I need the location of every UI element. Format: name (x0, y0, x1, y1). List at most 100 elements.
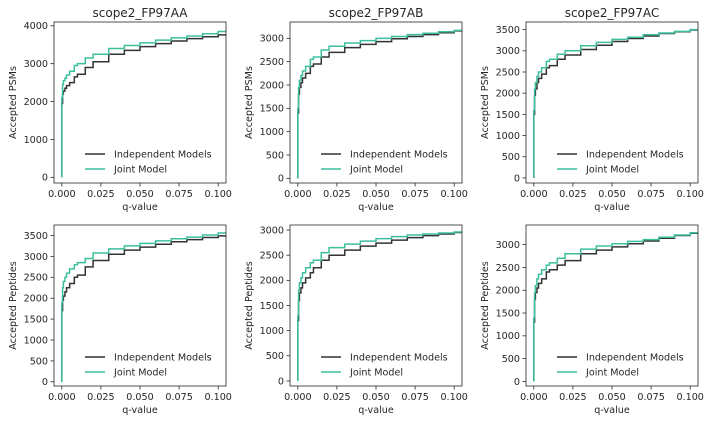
y-tick-label: 1000 (260, 127, 284, 138)
x-axis-label: q-value (594, 202, 630, 213)
x-tick-label: 0.100 (204, 392, 231, 403)
y-tick-label: 500 (30, 356, 48, 367)
x-tick-label: 0.025 (323, 189, 350, 200)
x-tick-label: 0.100 (676, 189, 703, 200)
y-tick-label: 2500 (260, 251, 284, 262)
legend-label-independent-models: Independent Models (586, 149, 684, 160)
y-tick-label: 1000 (496, 131, 520, 142)
series-line-independent-models (297, 231, 462, 381)
y-tick-label: 1500 (260, 301, 284, 312)
x-tick-label: 0.025 (87, 189, 114, 200)
y-tick-label: 2000 (260, 80, 284, 91)
series-line-joint-model (297, 231, 462, 381)
legend-label-joint-model: Joint Model (113, 367, 167, 378)
y-tick-label: 1500 (496, 308, 520, 319)
x-tick-label: 0.050 (362, 392, 389, 403)
x-tick-label: 0.100 (204, 189, 231, 200)
y-tick-label: 0 (278, 174, 284, 185)
x-tick-label: 0.050 (598, 189, 625, 200)
x-tick-label: 0.000 (48, 392, 75, 403)
y-tick-label: 1500 (24, 314, 48, 325)
y-tick-label: 3000 (496, 240, 520, 251)
y-tick-label: 500 (502, 152, 520, 163)
x-tick-label: 0.075 (637, 392, 664, 403)
series-line-joint-model (61, 232, 226, 382)
series-line-joint-model (61, 30, 226, 178)
y-axis-label: Accepted Peptides (8, 261, 19, 350)
y-axis-label: Accepted PSMs (244, 66, 255, 139)
y-tick-label: 3000 (260, 225, 284, 236)
legend-label-joint-model: Joint Model (585, 164, 639, 175)
y-tick-label: 3500 (24, 231, 48, 242)
x-tick-label: 0.075 (165, 392, 192, 403)
y-tick-label: 1000 (24, 135, 48, 146)
y-tick-label: 1500 (260, 104, 284, 115)
x-tick-label: 0.025 (559, 189, 586, 200)
y-tick-label: 500 (502, 354, 520, 365)
x-tick-label: 0.100 (440, 189, 467, 200)
x-axis-label: q-value (594, 405, 630, 416)
x-tick-label: 0.025 (559, 392, 586, 403)
y-tick-label: 2500 (496, 263, 520, 274)
x-tick-label: 0.000 (520, 392, 547, 403)
legend-label-joint-model: Joint Model (113, 164, 167, 175)
x-axis-label: q-value (122, 202, 158, 213)
y-tick-label: 3000 (24, 252, 48, 263)
x-axis-label: q-value (358, 405, 394, 416)
series-line-joint-model (297, 29, 462, 179)
x-tick-label: 0.025 (87, 392, 114, 403)
y-tick-label: 2500 (24, 273, 48, 284)
x-tick-label: 0.000 (284, 189, 311, 200)
y-tick-label: 2000 (24, 294, 48, 305)
x-tick-label: 0.000 (284, 392, 311, 403)
y-axis-label: Accepted Peptides (480, 261, 491, 350)
y-tick-label: 2000 (24, 97, 48, 108)
x-tick-label: 0.050 (598, 392, 625, 403)
x-tick-label: 0.075 (165, 189, 192, 200)
y-tick-label: 1500 (496, 110, 520, 121)
y-tick-label: 0 (42, 173, 48, 184)
y-axis-label: Accepted Peptides (244, 261, 255, 350)
x-tick-label: 0.100 (440, 392, 467, 403)
y-tick-label: 3000 (260, 34, 284, 45)
y-tick-label: 2000 (496, 89, 520, 100)
y-tick-label: 0 (514, 173, 520, 184)
y-tick-label: 0 (278, 376, 284, 387)
x-tick-label: 0.100 (676, 392, 703, 403)
y-tick-label: 3000 (24, 59, 48, 70)
x-tick-label: 0.000 (48, 189, 75, 200)
subplot-title: scope2_FP97AC (565, 6, 660, 20)
x-tick-label: 0.050 (126, 189, 153, 200)
subplot-title: scope2_FP97AA (93, 6, 189, 20)
y-tick-label: 2500 (260, 57, 284, 68)
y-axis-label: Accepted PSMs (480, 66, 491, 139)
y-tick-label: 1000 (260, 326, 284, 337)
y-tick-label: 0 (42, 377, 48, 388)
series-line-joint-model (533, 28, 698, 178)
y-tick-label: 2000 (496, 286, 520, 297)
x-tick-label: 0.050 (126, 392, 153, 403)
y-tick-label: 2500 (496, 67, 520, 78)
y-tick-label: 500 (266, 150, 284, 161)
subplot-title: scope2_FP97AB (329, 6, 424, 20)
x-tick-label: 0.075 (637, 189, 664, 200)
x-tick-label: 0.025 (323, 392, 350, 403)
y-tick-label: 3000 (496, 46, 520, 57)
y-tick-label: 4000 (24, 21, 48, 32)
x-tick-label: 0.000 (520, 189, 547, 200)
subplot-1: 0.000 0.025 0.050 0.075 0.100 0 1000 2000 3000 40… (8, 6, 232, 213)
x-tick-label: 0.075 (401, 189, 428, 200)
legend-label-independent-models: Independent Models (114, 149, 212, 160)
y-tick-label: 500 (266, 351, 284, 362)
series-line-independent-models (61, 34, 226, 178)
y-tick-label: 1000 (24, 335, 48, 346)
y-tick-label: 0 (514, 377, 520, 388)
x-tick-label: 0.050 (362, 189, 389, 200)
legend-label-independent-models: Independent Models (350, 149, 448, 160)
x-axis-label: q-value (122, 405, 158, 416)
y-tick-label: 3500 (496, 25, 520, 36)
subplot-2: 0.000 0.025 0.050 0.075 0.100 0 500 1000 1500 200… (244, 6, 468, 213)
